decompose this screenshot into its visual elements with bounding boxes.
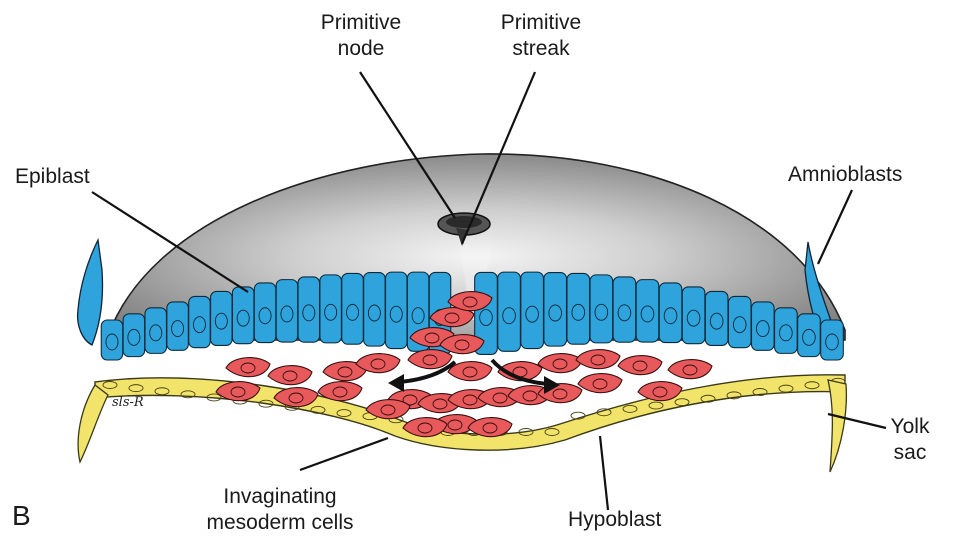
epiblast-cell	[775, 308, 798, 354]
label-primitive-streak-line1: Primitive	[486, 10, 596, 36]
epiblast-cell	[254, 283, 275, 343]
epiblast-cell	[232, 287, 254, 344]
epiblast-cell	[821, 320, 844, 360]
epiblast-cell	[276, 280, 298, 342]
mesoderm-cell	[618, 356, 662, 375]
epiblast-cell	[167, 302, 189, 350]
mesoderm-cell	[408, 350, 452, 369]
epiblast-cell	[613, 277, 636, 342]
hypoblast-layer	[95, 375, 845, 450]
label-yolk-sac: Yolk sac	[880, 414, 940, 466]
label-yolk-sac-line2: sac	[880, 440, 940, 466]
epiblast-cell	[145, 308, 167, 354]
mesoderm-cell	[538, 354, 582, 373]
epiblast-cell	[567, 273, 590, 344]
label-yolk-sac-line1: Yolk	[880, 414, 940, 440]
epiblast-cell	[728, 296, 751, 347]
epiblast-cell	[659, 283, 682, 343]
amnioblast-left	[78, 240, 103, 345]
epiblast-cell	[298, 277, 320, 342]
label-hypoblast: Hypoblast	[568, 507, 661, 533]
artist-signature: sls-R	[112, 395, 144, 410]
label-primitive-streak-line2: streak	[486, 36, 596, 62]
epiblast-cell	[751, 302, 774, 350]
label-amnioblasts-text: Amnioblasts	[788, 162, 902, 188]
label-amnioblasts: Amnioblasts	[788, 162, 902, 188]
epiblast-cell	[101, 320, 123, 360]
epiblast-cell	[189, 296, 211, 347]
mesoderm-cell	[268, 366, 312, 385]
label-invaginating-mesoderm: Invaginating mesoderm cells	[195, 484, 365, 536]
label-invaginating-line2: mesoderm cells	[195, 510, 365, 536]
epiblast-cell	[386, 272, 408, 348]
epiblast-cell	[544, 273, 567, 347]
label-primitive-node: Primitive node	[306, 10, 416, 62]
epiblast-cell	[320, 275, 342, 343]
epiblast-cell	[498, 272, 521, 351]
epiblast-cell	[682, 287, 705, 344]
mesoderm-cell	[226, 358, 270, 377]
epiblast-cell	[364, 273, 386, 347]
epiblast-cell	[123, 314, 145, 357]
arrow-head-left	[388, 374, 404, 392]
epiblast-cell	[211, 291, 233, 345]
yolk-sac-right	[828, 380, 846, 472]
label-invaginating-line1: Invaginating	[195, 484, 365, 510]
panel-letter: B	[12, 500, 31, 532]
label-primitive-node-line1: Primitive	[306, 10, 416, 36]
epiblast-cell	[705, 291, 728, 345]
epiblast-cell	[342, 273, 364, 344]
yolk-sac-left	[78, 385, 108, 462]
label-primitive-streak: Primitive streak	[486, 10, 596, 62]
mesoderm-cell	[576, 350, 620, 369]
label-hypoblast-text: Hypoblast	[568, 507, 661, 533]
epiblast-cell	[590, 275, 613, 343]
label-epiblast: Epiblast	[15, 164, 90, 190]
mesoderm-cell	[668, 360, 712, 379]
epiblast-cell	[798, 314, 821, 357]
mesoderm-cell	[578, 374, 622, 393]
epiblast-cell	[521, 272, 544, 348]
label-epiblast-text: Epiblast	[15, 164, 90, 190]
label-primitive-node-line2: node	[306, 36, 416, 62]
epiblast-cell	[636, 280, 659, 342]
